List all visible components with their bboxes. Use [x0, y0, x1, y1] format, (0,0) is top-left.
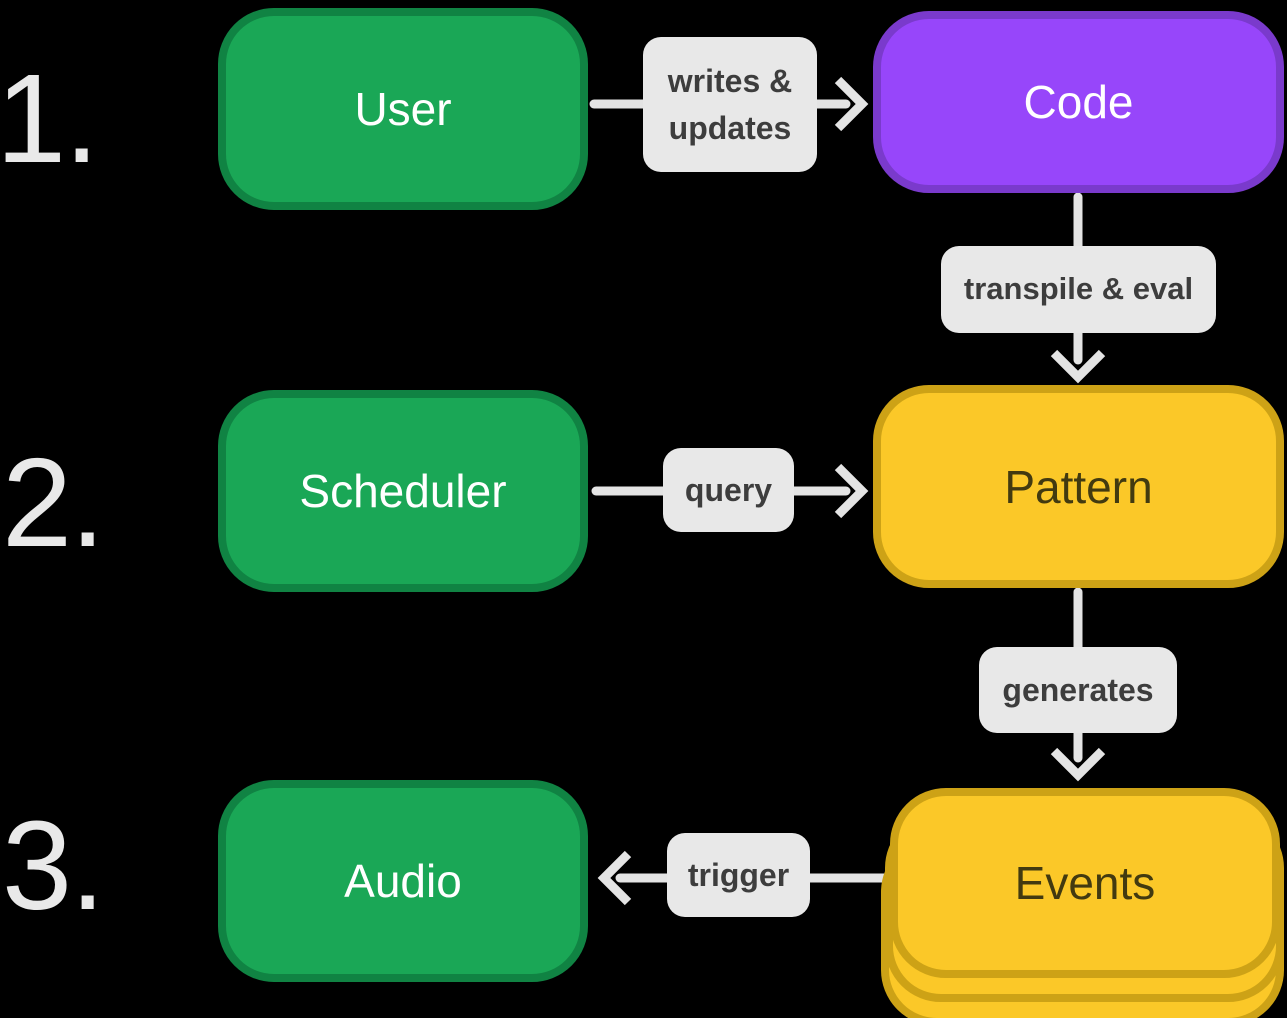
edge-label-trigger: trigger — [667, 833, 810, 917]
step-number-3: 3. — [2, 794, 105, 936]
edge-label-trigger-text: trigger — [687, 856, 790, 893]
node-audio-label: Audio — [344, 855, 462, 907]
node-pattern: Pattern — [873, 385, 1284, 588]
step-number-2: 2. — [2, 431, 105, 573]
edge-label-query: query — [663, 448, 794, 532]
node-audio: Audio — [218, 780, 588, 982]
node-user-label: User — [354, 83, 452, 135]
node-events-label: Events — [1014, 857, 1156, 909]
node-code: Code — [873, 11, 1284, 193]
edge-label-transpile-eval: transpile & eval — [941, 246, 1216, 333]
node-pattern-label: Pattern — [1004, 460, 1153, 513]
node-code-label: Code — [1023, 76, 1134, 128]
edge-label-generates: generates — [979, 647, 1177, 733]
edge-label-writes-updates-text: writes & updates — [667, 63, 793, 146]
edge-label-writes-updates: writes & updates — [643, 37, 817, 172]
edge-label-query-text: query — [684, 471, 773, 508]
edge-label-transpile-eval-text: transpile & eval — [963, 271, 1194, 307]
node-events: Events — [890, 788, 1280, 978]
node-scheduler: Scheduler — [218, 390, 588, 592]
node-user: User — [218, 8, 588, 210]
step-number-1: 1. — [0, 47, 99, 189]
edge-label-generates-text: generates — [1002, 671, 1154, 708]
node-scheduler-label: Scheduler — [299, 465, 507, 517]
